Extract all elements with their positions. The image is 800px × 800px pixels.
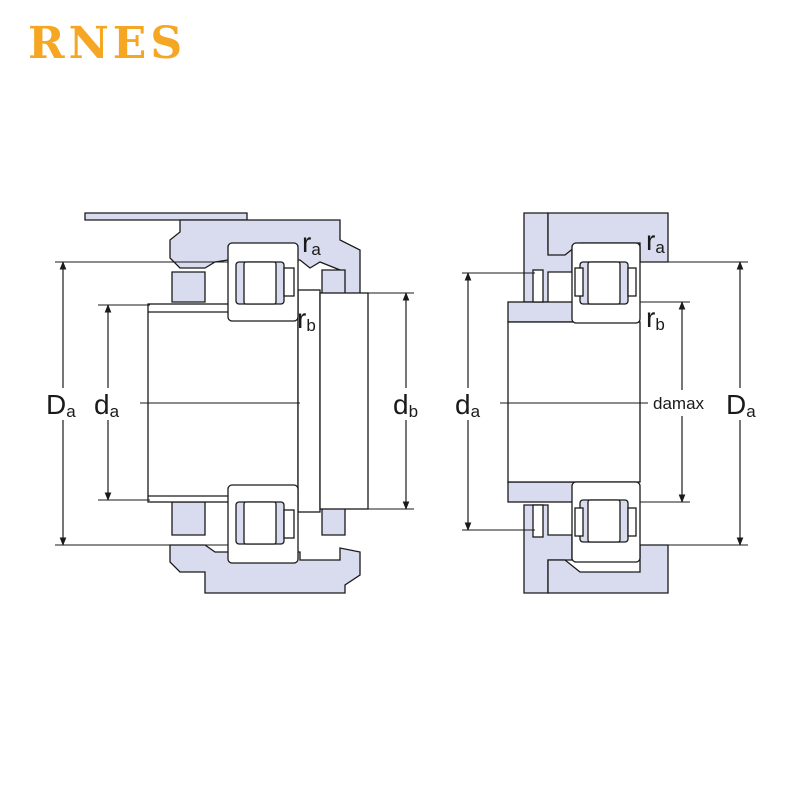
right-bearing-drawing	[462, 212, 748, 594]
right-Da-label: Da	[726, 389, 756, 421]
left-Da-label: Da	[46, 389, 76, 421]
left-bearing-top	[227, 242, 299, 322]
brand-logo: RNES	[28, 18, 187, 69]
right-bearing-bottom	[571, 481, 641, 563]
right-rb-label: rb	[646, 302, 665, 334]
right-ra-label: ra	[646, 225, 665, 257]
right-da-label: da	[455, 389, 481, 421]
right-bearing-top	[571, 242, 641, 324]
left-db-label: db	[393, 389, 418, 421]
left-rb-label: rb	[297, 303, 316, 335]
left-bearing-bottom	[227, 484, 299, 564]
left-ra-label: ra	[302, 227, 321, 259]
left-shaft	[147, 289, 369, 513]
right-damax-label: damax	[653, 394, 705, 413]
left-da-label: da	[94, 389, 120, 421]
left-bearing-drawing	[55, 212, 414, 594]
